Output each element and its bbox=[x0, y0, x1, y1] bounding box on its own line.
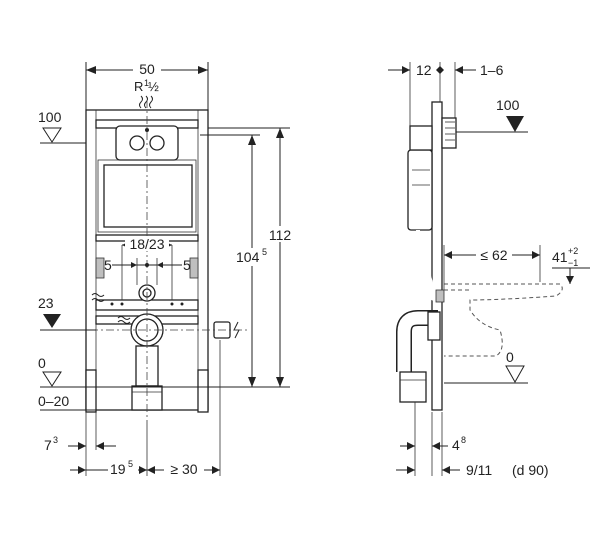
level-100-front: 100 bbox=[38, 109, 98, 144]
level-23-label: 23 bbox=[38, 295, 54, 311]
dim-19-sup: 5 bbox=[128, 459, 133, 469]
dim-9-11-label: 9/11 bbox=[466, 462, 492, 478]
dim-50: 50 bbox=[85, 60, 209, 120]
level-100-side: 100 bbox=[456, 97, 528, 133]
dim-4-sup: 8 bbox=[461, 435, 466, 445]
dim-7-label: 7 bbox=[44, 437, 52, 453]
level-100-side-label: 100 bbox=[496, 97, 520, 113]
dim-le62: ≤ 62 bbox=[443, 245, 541, 290]
side-view: 12 1–6 bbox=[388, 62, 590, 478]
dim-104-sup: 5 bbox=[262, 247, 267, 257]
cistern-side bbox=[407, 149, 433, 231]
dim-41-plus: +2 bbox=[568, 246, 578, 256]
side-frame bbox=[396, 101, 457, 411]
supply-half: ½ bbox=[148, 79, 159, 94]
level-100-front-label: 100 bbox=[38, 109, 62, 125]
dim-41-label: 41 bbox=[552, 249, 568, 265]
dim-5-right-label: 5 bbox=[183, 257, 191, 273]
dim-ge30-label: ≥ 30 bbox=[170, 461, 197, 477]
dim-d90-label: (d 90) bbox=[512, 462, 549, 478]
level-0-front: 0 0–20 bbox=[38, 355, 290, 411]
flush-button-large-icon bbox=[149, 135, 165, 151]
dim-18-23-label: 18/23 bbox=[129, 236, 164, 252]
dim-bottom-side: 4 8 9/11 (d 90) bbox=[396, 402, 549, 478]
level-0-side: 0 bbox=[444, 349, 528, 384]
cistern bbox=[103, 164, 193, 228]
dim-le62-label: ≤ 62 bbox=[480, 247, 507, 263]
dim-104-label: 104 bbox=[236, 249, 260, 265]
dim-112-label: 112 bbox=[269, 227, 292, 243]
dim-4-label: 4 bbox=[452, 437, 460, 453]
dim-50-label: 50 bbox=[139, 61, 155, 77]
dim-112-104: 112 104 5 bbox=[200, 127, 294, 387]
level-0-front-label: 0 bbox=[38, 355, 46, 371]
dim-1-6-label: 1–6 bbox=[480, 62, 504, 78]
dim-41-minus: −1 bbox=[568, 258, 578, 268]
frame bbox=[85, 109, 240, 413]
water-inlet-icon bbox=[91, 293, 105, 302]
level-0-side-label: 0 bbox=[506, 349, 514, 365]
range-0-20-label: 0–20 bbox=[38, 393, 69, 409]
dim-7-sup: 3 bbox=[53, 435, 58, 445]
dim-18-23: 18/23 5 5 bbox=[104, 236, 191, 285]
level-23: 23 bbox=[38, 295, 96, 331]
dim-5-left-label: 5 bbox=[104, 257, 112, 273]
dim-19-label: 19 bbox=[110, 461, 126, 477]
front-view: 50 R 1 ½ 100 bbox=[38, 60, 294, 477]
dim-41: 41 +2 −1 bbox=[552, 246, 590, 284]
flush-button-small-icon bbox=[129, 135, 145, 151]
dim-12-1-6: 12 1–6 bbox=[388, 62, 504, 140]
dim-12-label: 12 bbox=[416, 62, 432, 78]
dim-bottom-front: 7 3 19 5 ≥ 30 bbox=[44, 340, 221, 477]
supply-r-label: R bbox=[134, 79, 143, 94]
supply-prefix: 1 bbox=[144, 78, 149, 88]
wc-bowl-outline bbox=[444, 283, 563, 357]
